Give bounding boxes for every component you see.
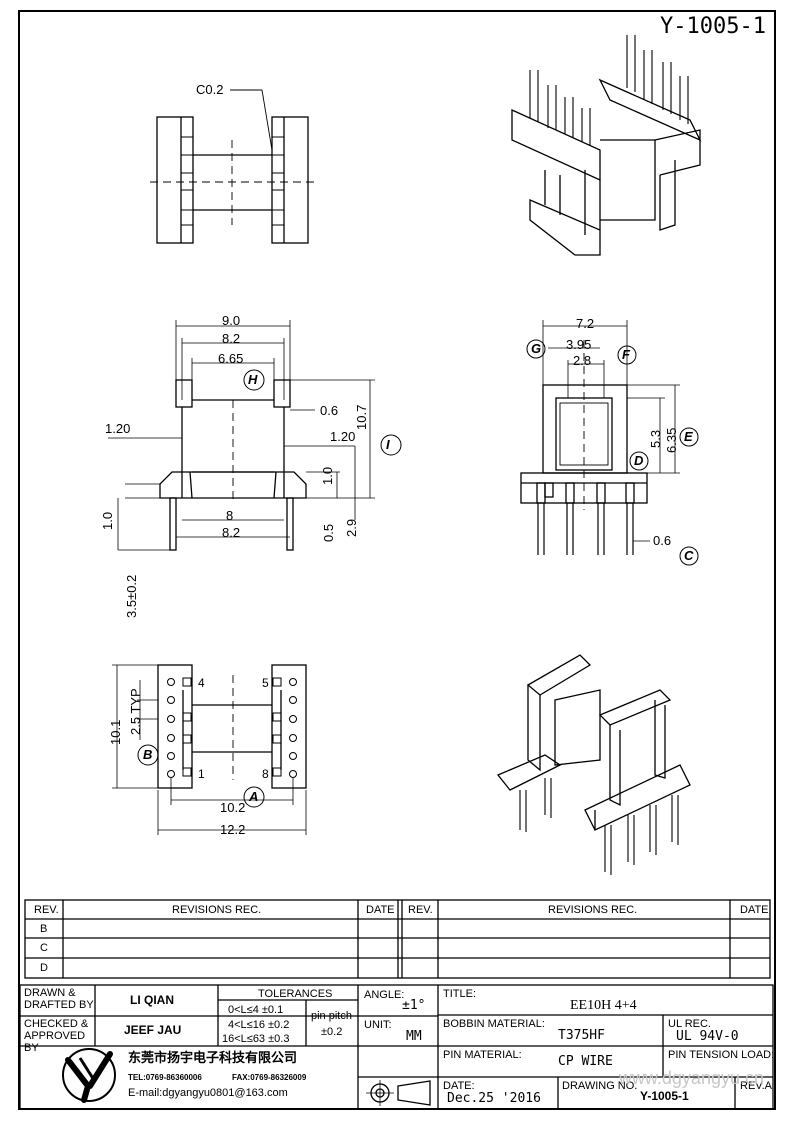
pin-material-label: PIN MATERIAL:	[443, 1049, 522, 1061]
front-view	[108, 320, 375, 551]
company-tel: TEL:0769-86360006	[128, 1073, 202, 1082]
rev-rec-header-right: REVISIONS REC.	[548, 904, 638, 916]
drawing-no-label: DRAWING NO.	[562, 1080, 638, 1092]
company-name: 东莞市扬宇电子科技有限公司	[128, 1051, 298, 1066]
tolerances-label: TOLERANCES	[258, 988, 333, 1000]
isometric-view-top	[511, 35, 702, 256]
rev-header-left: REV.	[34, 904, 59, 916]
bobbin-material-value: T375HF	[558, 1028, 605, 1043]
title-label: TITLE:	[443, 988, 477, 1000]
drawing-number-top: Y-1005-1	[660, 14, 766, 39]
rev-row-b: B	[40, 923, 48, 935]
company-email: E-mail:dgyangyu0801@163.com	[128, 1087, 288, 1099]
pin-tension-label: PIN TENSION LOAD:	[668, 1049, 775, 1061]
title-block-lines	[19, 984, 774, 1110]
rev-header-right: REV.	[408, 904, 433, 916]
checked-value: JEEF JAU	[124, 1023, 182, 1037]
ul-rec-value: UL 94V-0	[676, 1029, 739, 1044]
date-header-left: DATE	[366, 904, 395, 916]
drawn-value: LI QIAN	[130, 993, 174, 1007]
tolerance-2: 4<L≤16 ±0.2	[228, 1019, 290, 1031]
isometric-view-bottom	[496, 654, 691, 875]
pin-pitch-tol: ±0.2	[321, 1026, 343, 1038]
bottom-view	[112, 664, 307, 835]
angle-label: ANGLE:	[364, 989, 405, 1001]
unit-label: UNIT:	[364, 1019, 392, 1031]
top-view	[150, 89, 315, 244]
tolerance-3: 16<L≤63 ±0.3	[222, 1033, 290, 1045]
company-logo	[62, 1048, 116, 1103]
rev-a-label: REV.A	[740, 1080, 773, 1092]
date-header-right: DATE	[740, 904, 769, 916]
pin-material-value: CP WIRE	[558, 1054, 613, 1069]
angle-value: ±1°	[402, 998, 426, 1013]
company-fax: FAX:0769-86326009	[232, 1073, 307, 1082]
rev-rec-header-left: REVISIONS REC.	[172, 904, 262, 916]
rev-row-c: C	[40, 942, 48, 954]
tolerance-1: 0<L≤4 ±0.1	[228, 1004, 284, 1016]
checked-label: CHECKED & APPROVED BY	[24, 1018, 89, 1055]
unit-value: MM	[406, 1029, 422, 1044]
revision-table-lines	[24, 899, 771, 979]
watermark: www.dgyangyu.cn	[618, 1068, 764, 1088]
title-value: EE10H 4+4	[570, 998, 637, 1013]
rev-row-d: D	[40, 962, 48, 974]
bobbin-material-label: BOBBIN MATERIAL:	[443, 1018, 545, 1030]
callout-circles	[137, 339, 699, 808]
date-value: Dec.25 '2016	[447, 1091, 541, 1106]
drawing-no-value: Y-1005-1	[640, 1089, 689, 1103]
drawn-label: DRAWN & DRAFTED BY	[24, 987, 94, 1012]
date-label: DATE:	[443, 1080, 475, 1092]
ul-rec-label: UL REC.	[668, 1018, 711, 1030]
pin-pitch-label: pin pitch	[311, 1010, 352, 1022]
side-view	[520, 320, 680, 555]
